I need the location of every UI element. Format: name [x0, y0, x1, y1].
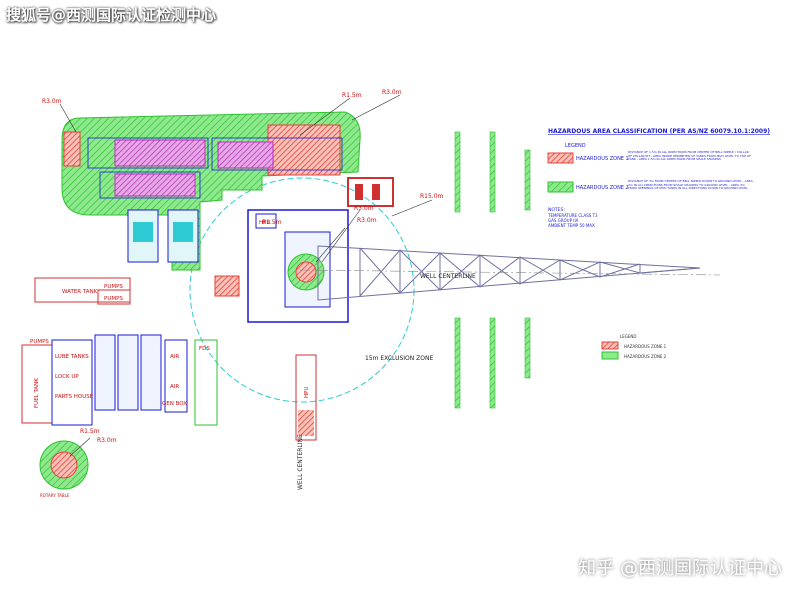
- radius-label: R3.0m: [97, 437, 117, 444]
- substructure-block: [372, 184, 380, 200]
- mud-tank-2: [217, 141, 274, 169]
- fds-unit: [194, 339, 218, 426]
- lube-tanks-label: LUBE TANKS: [55, 354, 89, 360]
- legend-small-zone2: HAZARDOUS ZONE 2: [624, 354, 667, 359]
- hpu-lower-fill: [298, 410, 314, 436]
- watermark-top: 搜狐号@西测国际认证检测中心: [6, 6, 217, 24]
- zone1-shaker-area: [267, 124, 341, 176]
- water-tank-label: WATER TANK: [62, 289, 98, 295]
- hpu-lower-box: [295, 354, 317, 441]
- legend-small-zone2-swatch: [601, 351, 619, 360]
- gen-box-label: GEN BOX: [162, 401, 187, 407]
- fds-label: FDS: [199, 346, 210, 352]
- legend-note: GAS GROUP IIA: [548, 218, 579, 223]
- rig-mats: [454, 131, 531, 409]
- substructure-block: [355, 184, 363, 200]
- air-label: AIR: [170, 384, 179, 390]
- legend-note: TEMPERATURE CLASS T3: [547, 213, 598, 218]
- tank-outline-2: [211, 137, 343, 171]
- legend-notes-label: NOTES:: [548, 207, 565, 213]
- legend-small-zone1-swatch: [601, 341, 619, 350]
- exclusion-zone-label: 15m EXCLUSION ZONE: [365, 355, 433, 362]
- legend-title: HAZARDOUS AREA CLASSIFICATION (PER AS/NZ…: [548, 128, 770, 135]
- air-unit-block: [164, 339, 188, 413]
- parts-house-label: PARTS HOUSE: [55, 394, 94, 400]
- lube-parts-block: [51, 339, 93, 426]
- air-label: AIR: [170, 354, 179, 360]
- mast: [317, 245, 701, 301]
- pump-motor: [133, 222, 153, 242]
- radius-label: R1.5m: [342, 92, 362, 99]
- well-centerline-h: [299, 269, 721, 276]
- watermark-bottom: 知乎 @西测国际认证中心: [578, 558, 782, 579]
- radius-label: R3.0m: [382, 89, 402, 96]
- radius-label: R3.0m: [354, 205, 374, 212]
- radius-label: R1.5m: [80, 428, 100, 435]
- radius-label: R3.0m: [357, 217, 377, 224]
- legend-small-zone1: HAZARDOUS ZONE 1: [624, 344, 667, 349]
- generator-3: [140, 334, 162, 411]
- center-block: [214, 275, 240, 297]
- legend-main: HAZARDOUS AREA CLASSIFICATION (PER AS/NZ…: [547, 128, 770, 228]
- pumps-label: PUMPS: [104, 296, 123, 302]
- pumps-label: PUMPS: [30, 339, 49, 345]
- exclusion-circle: [189, 177, 415, 403]
- rotary-zone1: [50, 451, 78, 479]
- rotary-table-label: ROTARY TABLE: [40, 493, 70, 498]
- rig-floor: [247, 209, 349, 323]
- legend-zone2-label: HAZARDOUS ZONE 2: [576, 185, 629, 191]
- pumps-label: PUMPS: [104, 284, 123, 290]
- radius-label: R15.0m: [420, 193, 444, 200]
- generator-1: [94, 334, 116, 411]
- substructure-red: [347, 177, 394, 207]
- pump-motor: [173, 222, 193, 242]
- radius-leaders: [59, 94, 433, 457]
- fuel-tank-label: FUEL TANK: [34, 378, 40, 408]
- generator-2: [117, 334, 139, 411]
- legend-small: LEGEND HAZARDOUS ZONE 1 HAZARDOUS ZONE 2: [601, 334, 667, 360]
- lock-up-label: LOCK UP: [55, 374, 79, 380]
- legend-small-title: LEGEND: [620, 334, 636, 339]
- legend-note: AMBIENT TEMP 50 MAX: [548, 223, 595, 228]
- legend-heading: LEGEND: [565, 143, 586, 149]
- radius-label: R3.0m: [42, 98, 62, 105]
- hpu-label: HPU: [304, 387, 310, 398]
- zone1-well-circle: [295, 261, 317, 283]
- hpu-label: HPU: [259, 220, 270, 226]
- legend-zone2-desc: DISTANCE OF 3m FROM CENTER OF BELL NIPPL…: [628, 180, 753, 190]
- legend-zone2-swatch: [547, 181, 574, 193]
- tank-outline-1: [87, 137, 209, 169]
- mud-tank-1: [114, 139, 206, 167]
- radius-label: R1.5m: [262, 219, 282, 226]
- legend-zone1-swatch: [547, 152, 574, 164]
- tank-outline-3: [99, 171, 201, 199]
- zone1-topleft: [63, 131, 81, 167]
- pumps-box: [97, 289, 131, 305]
- legend-zone1-label: HAZARDOUS ZONE 1: [576, 156, 629, 162]
- legend-zone1-desc: DISTANCE OF 1.5m IN ALL DIRECTIONS FROM …: [628, 151, 751, 161]
- mud-tank-3: [114, 173, 196, 197]
- well-centerline-vertical: WELL CENTERLINE: [297, 434, 304, 490]
- well-centerline-label: WELL CENTERLINE: [420, 273, 476, 280]
- hp-unit-top: [255, 213, 277, 229]
